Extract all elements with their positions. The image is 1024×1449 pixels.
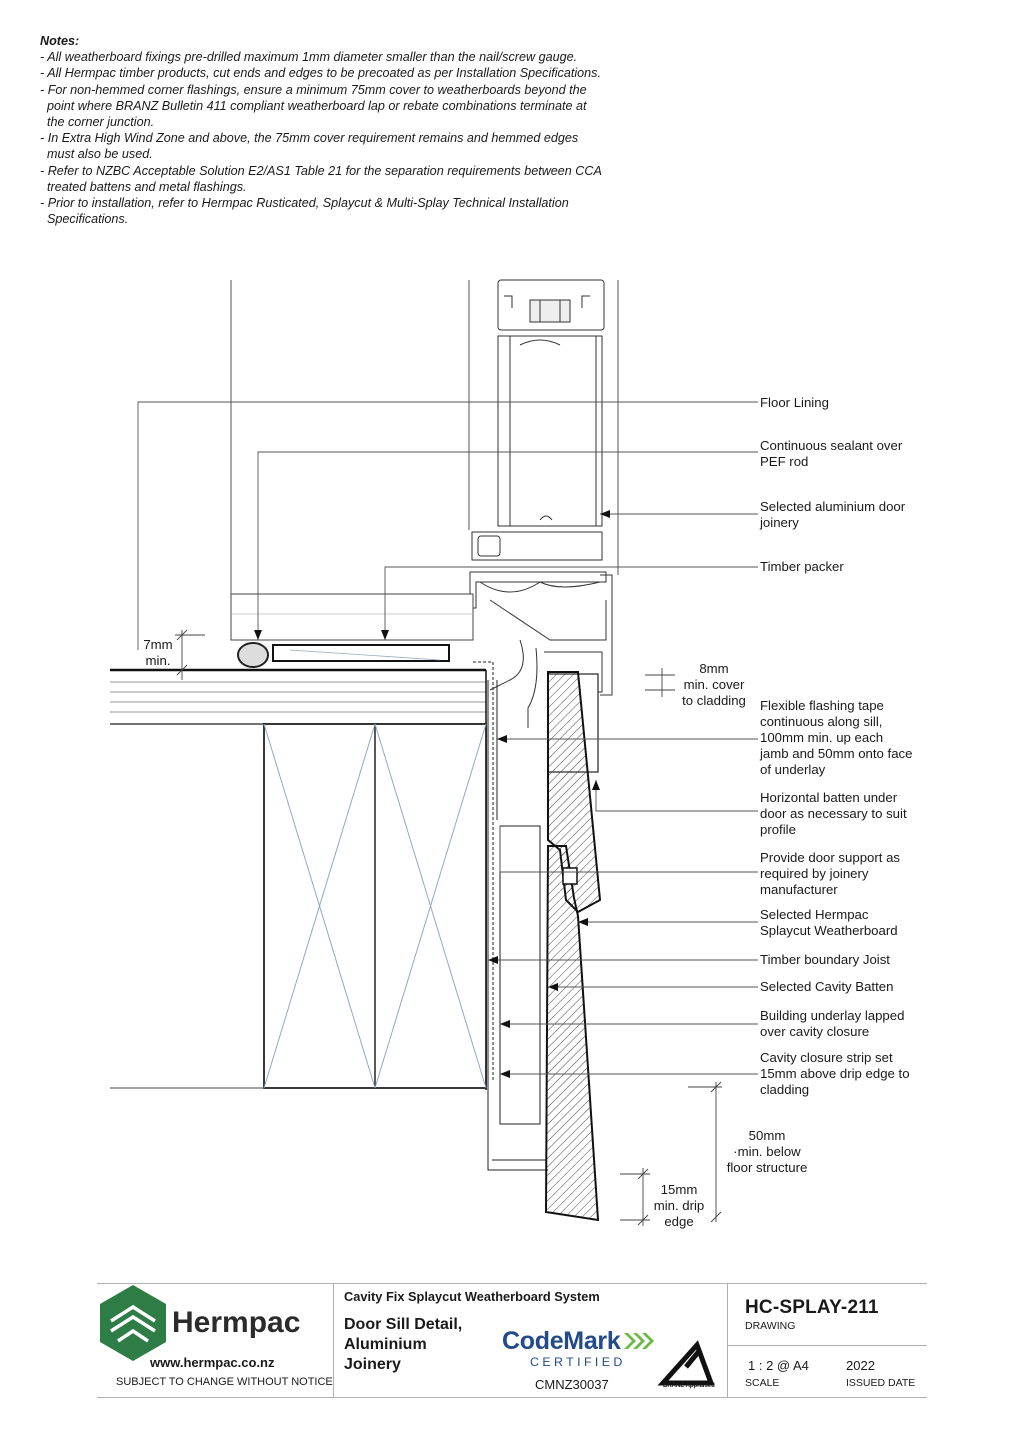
label-closure-strip: Cavity closure strip set 15mm above drip… (760, 1050, 910, 1097)
codemark-logo: CodeMark (502, 1327, 621, 1355)
website: www.hermpac.co.nz (150, 1355, 275, 1370)
note-line: the corner junction. (40, 115, 155, 130)
weatherboards (544, 671, 602, 1222)
note-line: point where BRANZ Bulletin 411 compliant… (40, 98, 587, 113)
label-flashing-tape: Flexible flashing tape continuous along … (760, 698, 913, 777)
note-line: - Prior to installation, refer to Hermpa… (40, 196, 569, 211)
note-line: Specifications. (40, 212, 129, 227)
label-door-support: Provide door support as required by join… (760, 850, 901, 897)
note-line: - For non-hemmed corner flashings, ensur… (40, 82, 587, 97)
brand-name: Hermpac (172, 1306, 301, 1339)
certificate-number: CMNZ30037 (535, 1377, 609, 1392)
flashing-and-underlay (473, 661, 548, 1171)
system-name: Cavity Fix Splaycut Weatherboard System (344, 1289, 600, 1304)
label-timber-packer: Timber packer (760, 559, 844, 574)
issued-label: ISSUED DATE (846, 1377, 916, 1389)
note-line: - In Extra High Wind Zone and above, the… (40, 131, 579, 146)
label-floor-lining: Floor Lining (760, 395, 829, 410)
label-weatherboard: Selected Hermpac Splaycut Weatherboard (760, 907, 898, 938)
label-underlay: Building underlay lapped over cavity clo… (760, 1008, 905, 1039)
title-block-divider (333, 1283, 334, 1397)
label-door-joinery: Selected aluminium door joinery (760, 499, 906, 530)
door-joinery (469, 279, 613, 728)
notice: SUBJECT TO CHANGE WITHOUT NOTICE (116, 1376, 333, 1388)
drawing-title: Door Sill Detail, Aluminium Joinery (344, 1316, 463, 1373)
note-line: must also be used. (40, 147, 153, 162)
note-line: - All weatherboard fixings pre-drilled m… (40, 50, 578, 65)
title-block-top-rule (97, 1283, 927, 1284)
hermpac-logo-icon (100, 1285, 166, 1361)
scale-value: 1 : 2 @ A4 (748, 1358, 809, 1373)
note-line: treated battens and metal flashings. (40, 179, 247, 194)
pef-rod (237, 642, 269, 668)
title-block-mid-rule (727, 1345, 927, 1346)
issued-value: 2022 (846, 1358, 875, 1373)
drawing-number: HC-SPLAY-211 (745, 1297, 879, 1318)
floor-lines (110, 681, 486, 713)
dim-7mm: 7mm min. (143, 637, 173, 668)
label-horizontal-batten: Horizontal batten under door as necessar… (760, 790, 907, 837)
branz-logo-icon (657, 1340, 715, 1386)
dimension-lines (175, 629, 722, 1226)
floor-lining (230, 593, 474, 641)
leader-arrows (254, 510, 610, 1078)
notes-block: Notes: - All weatherboard fixings pre-dr… (40, 33, 720, 227)
label-sealant: Continuous sealant over PEF rod (760, 438, 903, 469)
scale-label: SCALE (745, 1377, 780, 1389)
leader-lines (137, 401, 758, 1075)
drawing-label: DRAWING (745, 1320, 796, 1332)
timber-packer (272, 644, 450, 662)
branz-appraised: BRANZ Appraised (663, 1383, 715, 1389)
boundary-joist (263, 723, 487, 1089)
codemark-arrows-icon (624, 1333, 654, 1349)
codemark-certified: CERTIFIED (530, 1355, 626, 1369)
title-block-bottom-rule (97, 1397, 927, 1398)
wall-lines (230, 280, 619, 594)
note-line: - Refer to NZBC Acceptable Solution E2/A… (40, 163, 602, 178)
label-cavity-batten: Selected Cavity Batten (760, 979, 894, 994)
dim-8mm: 8mm min. cover to cladding (682, 661, 746, 708)
title-block-divider (727, 1283, 728, 1397)
label-boundary-joist: Timber boundary Joist (760, 952, 890, 967)
dim-15mm: 15mm min. drip edge (653, 1182, 705, 1229)
notes-heading: Notes: (40, 34, 80, 48)
dim-50mm: 50mm ·min. below floor structure (726, 1128, 808, 1175)
note-line: - All Hermpac timber products, cut ends … (40, 66, 601, 81)
